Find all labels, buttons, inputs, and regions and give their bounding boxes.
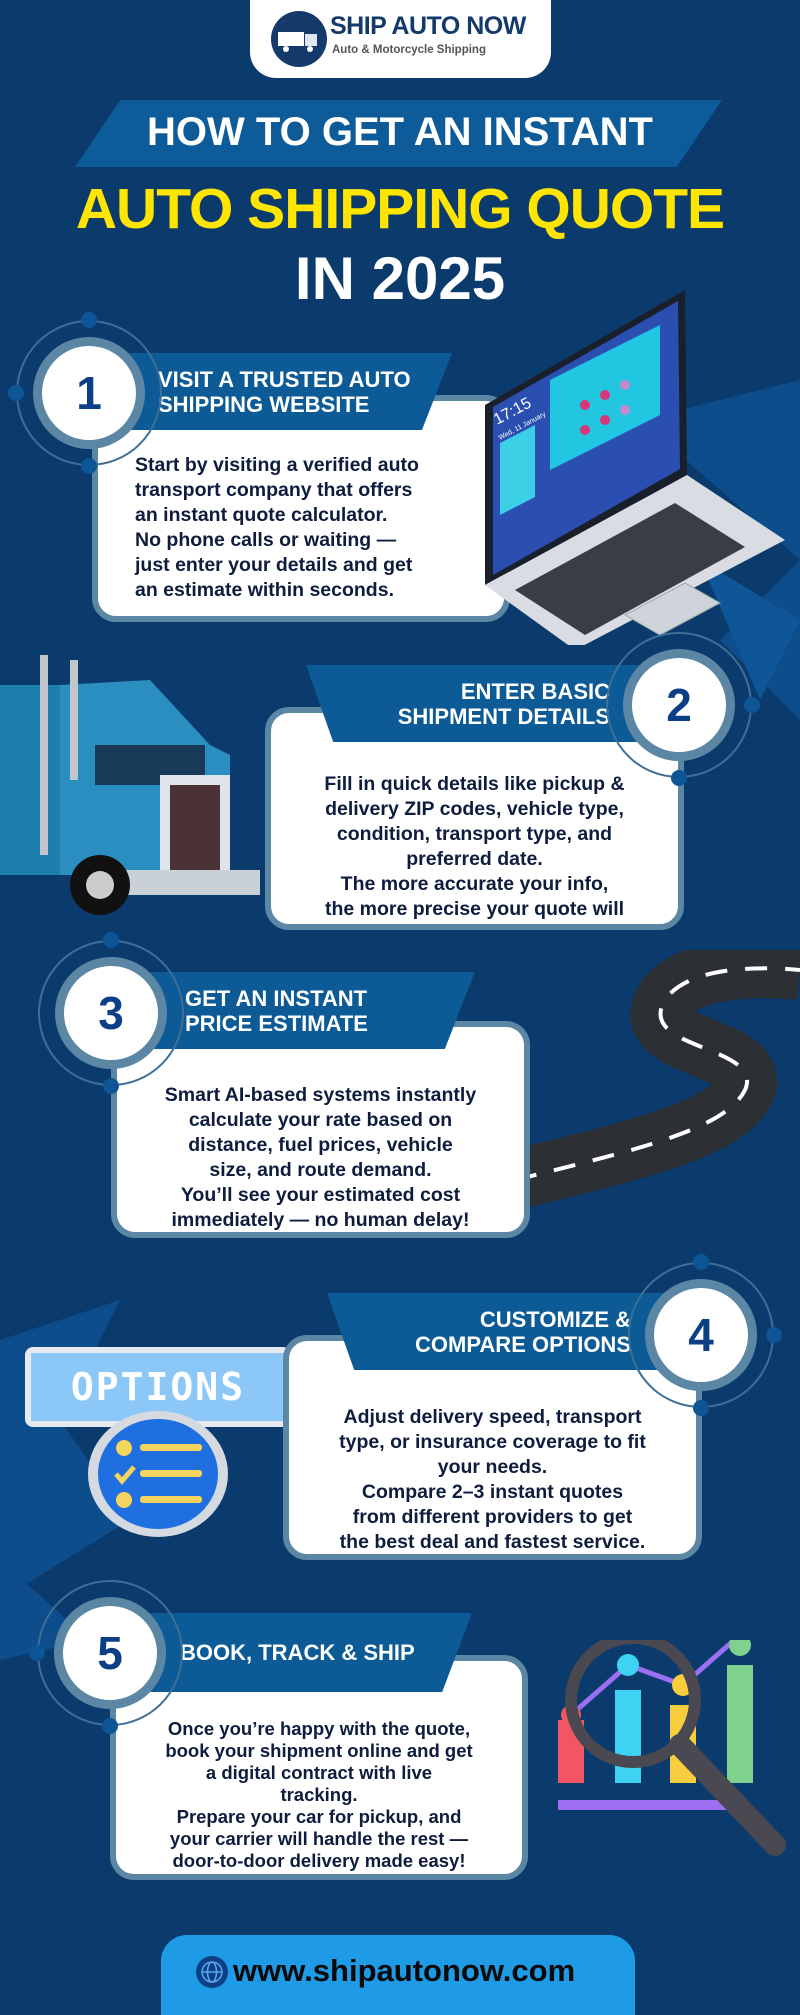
step-2-number: 2	[623, 649, 735, 761]
body-line: an estimate within seconds.	[135, 579, 394, 601]
body-line: your carrier will handle the rest —	[169, 1828, 469, 1849]
globe-icon	[196, 1956, 228, 1988]
step-title-line: ENTER BASIC	[460, 678, 610, 704]
options-box: OPTIONS	[25, 1347, 291, 1427]
step-1-card: Start by visiting a verified auto transpo…	[92, 395, 510, 622]
ring-dot	[103, 1078, 119, 1094]
body-line: a digital contract with live	[205, 1762, 433, 1783]
body-line: an instant quote calculator.	[135, 504, 388, 526]
body-line: Compare 2–3 instant quotes	[361, 1481, 624, 1503]
ring-dot	[8, 385, 24, 401]
body-line: just enter your details and get	[135, 554, 413, 576]
body-line: You’ll see your estimated cost	[180, 1184, 461, 1206]
ring-dot	[29, 1645, 45, 1661]
body-line: book your shipment online and get	[165, 1740, 473, 1761]
ring-dot	[766, 1327, 782, 1343]
step-title-line: BOOK, TRACK & SHIP	[180, 1640, 415, 1665]
title-line-1: HOW TO GET AN INSTANT	[147, 110, 653, 154]
body-line: Fill in quick details like pickup &	[324, 773, 625, 795]
body-line: Adjust delivery speed, transport	[343, 1406, 642, 1428]
brand-name: SHIP AUTO NOW	[330, 12, 526, 40]
body-line: your needs.	[437, 1456, 548, 1478]
step-2-card: Fill in quick details like pickup & deliv…	[265, 707, 684, 930]
body-line: No phone calls or waiting —	[135, 529, 397, 551]
step-title-line: CUSTOMIZE &	[479, 1306, 631, 1332]
body-line: size, and route demand.	[209, 1159, 432, 1181]
body-line: door-to-door delivery made easy!	[172, 1850, 466, 1871]
body-line: Prepare your car for pickup, and	[176, 1806, 462, 1827]
title-line-3: IN 2025	[294, 245, 506, 312]
step-3-card: Smart AI-based systems instantly calculat…	[111, 1021, 530, 1238]
body-line: from different providers to get	[352, 1506, 633, 1528]
body-line: immediately — no human delay!	[171, 1209, 470, 1231]
truck-illustration	[0, 655, 260, 915]
step-4-number: 4	[645, 1279, 757, 1391]
step-2-body: Fill in quick details like pickup & deliv…	[271, 772, 678, 922]
step-title-line: SHIPMENT DETAILS	[397, 703, 610, 729]
body-line: type, or insurance coverage to fit	[339, 1431, 646, 1453]
ring-dot	[81, 312, 97, 328]
step-5-card: Once you’re happy with the quote,book yo…	[110, 1655, 528, 1880]
step-title-line: COMPARE OPTIONS	[415, 1331, 631, 1357]
laptop-illustration: 17:15 Wed, 11 January	[485, 290, 785, 645]
body-line: condition, transport type, and	[336, 823, 613, 845]
step-1-body: Start by visiting a verified auto transpo…	[135, 453, 515, 603]
body-line: the more precise your quote will	[324, 898, 625, 920]
checklist-icon	[88, 1411, 228, 1537]
step-4-banner: CUSTOMIZE &COMPARE OPTIONS	[327, 1293, 667, 1370]
body-line: the best deal and fastest service.	[339, 1531, 646, 1553]
step-5-body: Once you’re happy with the quote,book yo…	[116, 1718, 522, 1872]
body-line: preferred date.	[406, 848, 543, 870]
step-4-body: Adjust delivery speed, transport type, or…	[289, 1405, 696, 1555]
body-line: tracking.	[280, 1784, 358, 1805]
website-url[interactable]: www.shipautonow.com	[233, 1953, 576, 1988]
title-band	[75, 100, 722, 167]
brand-logo-box: SHIP AUTO NOW Auto & Motorcycle Shipping	[250, 0, 551, 78]
body-line: Start by visiting a verified auto	[135, 454, 419, 476]
brand-tagline: Auto & Motorcycle Shipping	[332, 44, 486, 56]
body-line: Smart AI-based systems instantly	[164, 1084, 477, 1106]
step-5-banner: BOOK, TRACK & SHIP	[150, 1613, 473, 1692]
step-title-line: PRICE ESTIMATE	[185, 1010, 368, 1036]
body-line: delivery ZIP codes, vehicle type,	[325, 798, 624, 820]
body-line: Once you’re happy with the quote,	[167, 1718, 471, 1739]
step-title-line: GET AN INSTANT	[185, 985, 368, 1011]
title-line-2: AUTO SHIPPING QUOTE	[75, 177, 725, 241]
truck-logo-icon	[271, 11, 327, 67]
body-line: The more accurate your info,	[340, 873, 609, 895]
ring-dot	[81, 458, 97, 474]
body-line: distance, fuel prices, vehicle	[188, 1134, 453, 1156]
options-label: OPTIONS	[31, 1353, 285, 1421]
step-3-body: Smart AI-based systems instantly calculat…	[117, 1083, 524, 1233]
step-3-number: 3	[55, 957, 167, 1069]
magnifier-chart-illustration	[558, 1640, 786, 1856]
ring-dot	[693, 1254, 709, 1270]
ring-dot	[744, 697, 760, 713]
ring-dot	[102, 1718, 118, 1734]
ring-dot	[671, 770, 687, 786]
step-title-line: VISIT A TRUSTED AUTO	[158, 366, 411, 392]
step-1-number: 1	[33, 337, 145, 449]
body-line: calculate your rate based on	[188, 1109, 453, 1131]
footer-url-pill[interactable]: www.shipautonow.com	[161, 1935, 635, 2015]
step-5-number: 5	[54, 1597, 166, 1709]
road-illustration	[515, 950, 800, 1210]
ring-dot	[103, 932, 119, 948]
step-title-line: SHIPPING WEBSITE	[158, 391, 370, 417]
ring-dot	[693, 1400, 709, 1416]
body-line: transport company that offers	[135, 479, 413, 501]
